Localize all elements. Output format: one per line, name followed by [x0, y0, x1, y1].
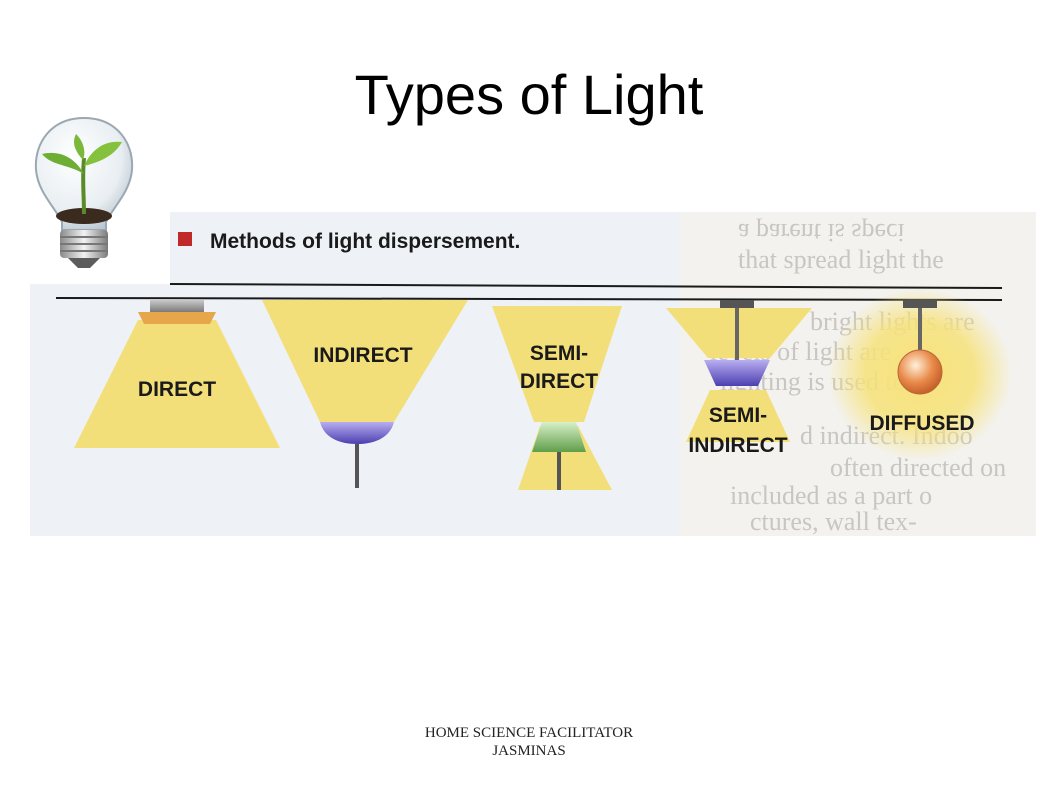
- semi-direct-lamp-shade: [532, 422, 586, 452]
- indirect-light-beam: [262, 300, 468, 422]
- semi-indirect-lighting: SEMI- INDIRECT: [666, 300, 812, 457]
- red-square-bullet-icon: [178, 232, 192, 246]
- indirect-lamp-shade: [320, 422, 394, 444]
- ceiling-line-upper: [169, 283, 1003, 289]
- light-dispersement-figure: a parent is speci that spread light the …: [30, 212, 1036, 536]
- background-text-line: ctures, wall tex-: [750, 507, 917, 536]
- semi-indirect-lower-beam: [686, 390, 790, 442]
- indirect-lighting: INDIRECT: [262, 300, 468, 488]
- background-text-line: included as a part o: [730, 481, 932, 510]
- semi-direct-lighting: SEMI- DIRECT: [492, 306, 622, 490]
- label-direct: DIRECT: [138, 378, 216, 401]
- label-indirect: INDIRECT: [313, 344, 412, 367]
- direct-light-beam: [74, 320, 280, 448]
- label-diffused: DIFFUSED: [870, 412, 975, 435]
- label-semi-indirect-line2: INDIRECT: [688, 434, 787, 457]
- direct-recessed-lamp: [138, 312, 216, 324]
- direct-ceiling-fixture: [150, 300, 204, 312]
- label-semi-direct-line2: DIRECT: [520, 370, 598, 393]
- diffused-lighting: DIFFUSED: [828, 288, 1012, 460]
- semi-indirect-ceiling-mount: [720, 300, 754, 308]
- diffused-ceiling-mount: [903, 300, 937, 308]
- background-text-line: that spread light the: [738, 245, 944, 274]
- label-semi-indirect-line1: SEMI-: [709, 404, 767, 427]
- label-semi-direct-line1: SEMI-: [530, 342, 588, 365]
- background-text-line: a parent is speci: [738, 218, 905, 247]
- figure-caption: Methods of light dispersement.: [210, 230, 520, 253]
- slide-title: Types of Light: [354, 63, 704, 126]
- footer-line-1: HOME SCIENCE FACILITATOR: [424, 725, 634, 741]
- semi-indirect-lamp-shade: [704, 360, 770, 386]
- diffused-globe-bulb: [897, 349, 943, 395]
- lightbulb-with-plant-icon: [34, 116, 134, 268]
- ceiling-line-lower: [55, 297, 1003, 301]
- slide-footer: HOME SCIENCE FACILITATOR JASMINAS: [329, 724, 729, 760]
- footer-line-2: JASMINAS: [492, 743, 566, 759]
- direct-lighting: DIRECT: [74, 300, 280, 448]
- semi-direct-upper-beam: [492, 306, 622, 422]
